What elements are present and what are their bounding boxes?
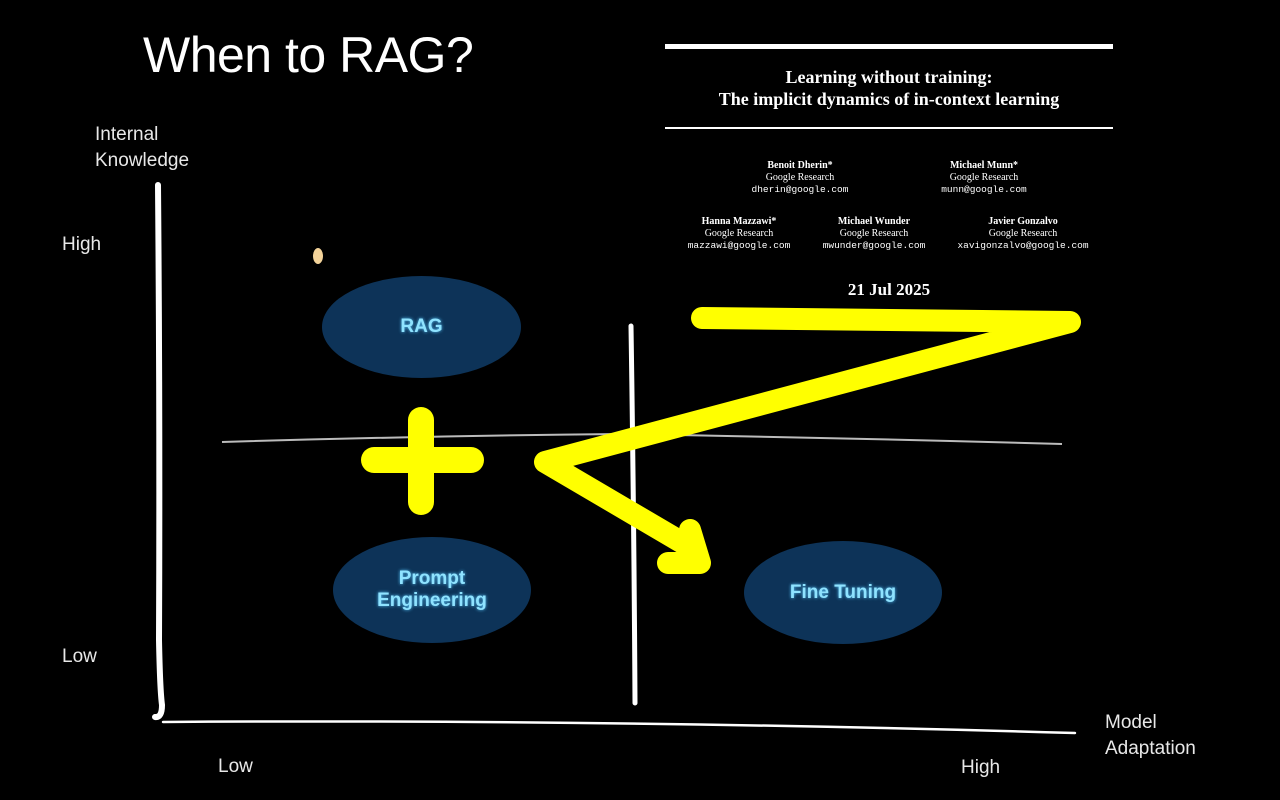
paper-title: Learning without training: The implicit … <box>665 66 1113 110</box>
paper-title-line1: Learning without training: <box>785 67 993 87</box>
y-axis-title-line2: Knowledge <box>95 150 190 171</box>
author-email: xavigonzalvo@google.com <box>957 240 1089 251</box>
y-high-label: High <box>62 234 102 255</box>
author-email: munn@google.com <box>941 184 1027 195</box>
slide-title: When to RAG? <box>143 27 474 83</box>
author-email: mazzawi@google.com <box>687 240 791 251</box>
prompt-label-line1: Prompt <box>398 568 466 589</box>
author-email: mwunder@google.com <box>822 240 926 251</box>
rag-node: RAG <box>322 276 521 378</box>
author-org: Google Research <box>839 228 909 239</box>
x-axis-title-line2: Adaptation <box>1105 738 1196 759</box>
x-low-label: Low <box>218 756 253 777</box>
x-axis-line <box>161 720 1077 735</box>
y-axis-title-line1: Internal <box>95 124 159 145</box>
prompt-engineering-node: Prompt Engineering <box>333 537 531 643</box>
tan-dot <box>313 248 323 264</box>
paper-bottom-rule <box>665 127 1113 129</box>
arrow-icon <box>534 307 1081 574</box>
author-org: Google Research <box>765 172 835 183</box>
paper-date: 21 Jul 2025 <box>847 280 931 299</box>
author-email: dherin@google.com <box>751 184 849 195</box>
paper-header: Learning without training: The implicit … <box>665 44 1113 304</box>
author-org: Google Research <box>704 228 774 239</box>
x-axis-title-line1: Model <box>1105 712 1157 733</box>
author-name: Benoit Dherin* <box>767 160 833 171</box>
fine-tuning-node: Fine Tuning <box>744 541 942 644</box>
author-card: Benoit Dherin* Google Research dherin@go… <box>720 160 880 196</box>
y-low-label: Low <box>62 646 97 667</box>
author-org: Google Research <box>988 228 1058 239</box>
fine-tuning-label: Fine Tuning <box>789 581 897 603</box>
author-org: Google Research <box>949 172 1019 183</box>
plus-icon <box>361 407 484 515</box>
rag-label: RAG <box>400 316 443 337</box>
paper-title-line2: The implicit dynamics of in-context lear… <box>718 89 1060 109</box>
x-axis-title: Model Adaptation <box>1105 710 1196 762</box>
x-high-label: High <box>961 757 1001 778</box>
author-card: Hanna Mazzawi* Google Research mazzawi@g… <box>659 216 819 252</box>
prompt-label-line2: Engineering <box>377 590 487 611</box>
author-card: Javier Gonzalvo Google Research xavigonz… <box>943 216 1103 252</box>
author-name: Hanna Mazzawi* <box>701 216 777 227</box>
author-card: Michael Wunder Google Research mwunder@g… <box>794 216 954 252</box>
y-axis-line <box>152 182 166 721</box>
author-name: Javier Gonzalvo <box>988 216 1058 227</box>
author-card: Michael Munn* Google Research munn@googl… <box>904 160 1064 196</box>
author-name: Michael Munn* <box>949 160 1019 171</box>
paper-top-rule <box>665 44 1113 49</box>
y-axis-title: Internal Knowledge <box>95 122 189 174</box>
author-name: Michael Wunder <box>837 216 911 227</box>
